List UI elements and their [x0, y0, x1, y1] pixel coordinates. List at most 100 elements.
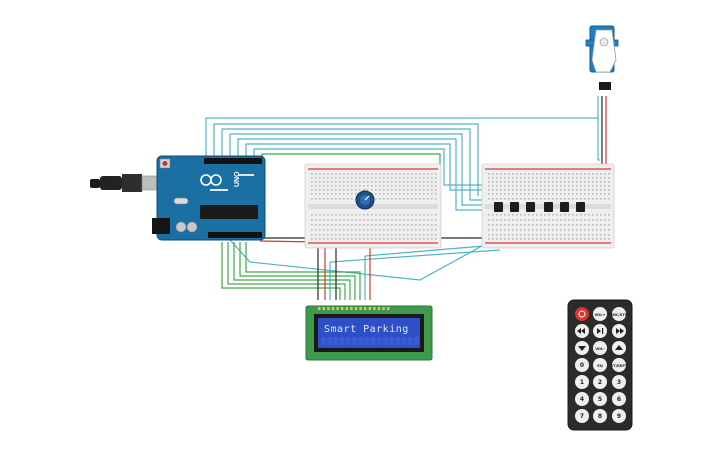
breadboard-hole [355, 181, 357, 183]
breadboard-hole [375, 198, 377, 200]
breadboard-hole [335, 173, 337, 175]
breadboard-hole [331, 177, 333, 179]
breadboard-hole [391, 229, 393, 231]
breadboard-hole [323, 234, 325, 236]
breadboard-hole [512, 224, 514, 226]
breadboard-hole [423, 238, 425, 240]
breadboard-hole [504, 219, 506, 221]
breadboard-hole [431, 224, 433, 226]
lcd-pin [350, 307, 353, 310]
breadboard-channel [308, 204, 438, 209]
breadboard-hole [540, 177, 542, 179]
power-rail-red [485, 168, 611, 170]
breadboard-hole [580, 238, 582, 240]
breadboard-hole [608, 189, 610, 191]
breadboard-hole [375, 193, 377, 195]
wire-cyan [221, 128, 496, 201]
breadboard-hole [608, 214, 610, 216]
breadboard-hole [544, 238, 546, 240]
breadboard-hole [319, 238, 321, 240]
breadboard-hole [596, 238, 598, 240]
breadboard-hole [496, 238, 498, 240]
breadboard-hole [331, 198, 333, 200]
breadboard-hole [343, 219, 345, 221]
vol-down-button [593, 341, 607, 355]
breadboard-hole [588, 219, 590, 221]
breadboard-holes [311, 173, 437, 240]
breadboard-hole [564, 234, 566, 236]
breadboard-hole [512, 181, 514, 183]
breadboard-hole [407, 185, 409, 187]
breadboard-hole [524, 185, 526, 187]
wire-green [227, 242, 346, 300]
breadboard-hole [427, 214, 429, 216]
breadboard-hole [588, 181, 590, 183]
breadboard-hole [556, 219, 558, 221]
breadboard-hole [319, 198, 321, 200]
breadboard-hole [423, 234, 425, 236]
breadboard-hole [387, 234, 389, 236]
lcd-pin [368, 307, 371, 310]
breadboard-hole [560, 224, 562, 226]
breadboard-hole [548, 238, 550, 240]
breadboard-hole [351, 214, 353, 216]
breadboard-hole [584, 214, 586, 216]
breadboard-hole [363, 181, 365, 183]
breadboard-hole [323, 198, 325, 200]
breadboard-hole [331, 189, 333, 191]
st-rept-label: ST/REPT [611, 364, 628, 368]
breadboard-hole [387, 181, 389, 183]
breadboard-hole [379, 214, 381, 216]
breadboard-hole [496, 173, 498, 175]
breadboard-hole [572, 177, 574, 179]
breadboard-hole [395, 214, 397, 216]
breadboard-hole [363, 189, 365, 191]
breadboard-hole [564, 181, 566, 183]
breadboard-hole [355, 234, 357, 236]
breadboard-hole [564, 185, 566, 187]
breadboard-hole [580, 198, 582, 200]
breadboard-hole [383, 173, 385, 175]
breadboard-hole [427, 198, 429, 200]
breadboard-hole [588, 234, 590, 236]
breadboard-hole [423, 198, 425, 200]
breadboard-hole [375, 181, 377, 183]
breadboard-hole [528, 185, 530, 187]
digit-button-3 [612, 375, 626, 389]
breadboard-hole [395, 189, 397, 191]
breadboard-hole [431, 177, 433, 179]
arduino-logo-icon [210, 174, 222, 186]
breadboard-hole [564, 198, 566, 200]
breadboard-hole [516, 193, 518, 195]
breadboard-hole [504, 224, 506, 226]
breadboard-hole [488, 234, 490, 236]
breadboard-hole [419, 173, 421, 175]
breadboard-hole [403, 224, 405, 226]
lcd-cell [352, 337, 357, 345]
breadboard-hole [367, 224, 369, 226]
lcd-pin [345, 307, 348, 310]
breadboard-hole [311, 173, 313, 175]
breadboard-hole [508, 177, 510, 179]
breadboard-hole [524, 229, 526, 231]
breadboard-hole [508, 189, 510, 191]
breadboard-hole [588, 177, 590, 179]
breadboard-hole [419, 224, 421, 226]
breadboard-hole [411, 173, 413, 175]
servo-motor [585, 25, 619, 90]
breadboard-hole [540, 189, 542, 191]
breadboard-hole [568, 185, 570, 187]
breadboard-hole [600, 173, 602, 175]
breadboard-hole [387, 224, 389, 226]
breadboard-hole [359, 234, 361, 236]
breadboard-hole [367, 189, 369, 191]
breadboard-hole [319, 177, 321, 179]
breadboard-hole [343, 185, 345, 187]
breadboard-hole [403, 173, 405, 175]
breadboard-hole [331, 214, 333, 216]
breadboard-hole [520, 224, 522, 226]
breadboard-hole [371, 229, 373, 231]
breadboard-hole [419, 181, 421, 183]
breadboard-hole [592, 193, 594, 195]
breadboard-hole [596, 173, 598, 175]
